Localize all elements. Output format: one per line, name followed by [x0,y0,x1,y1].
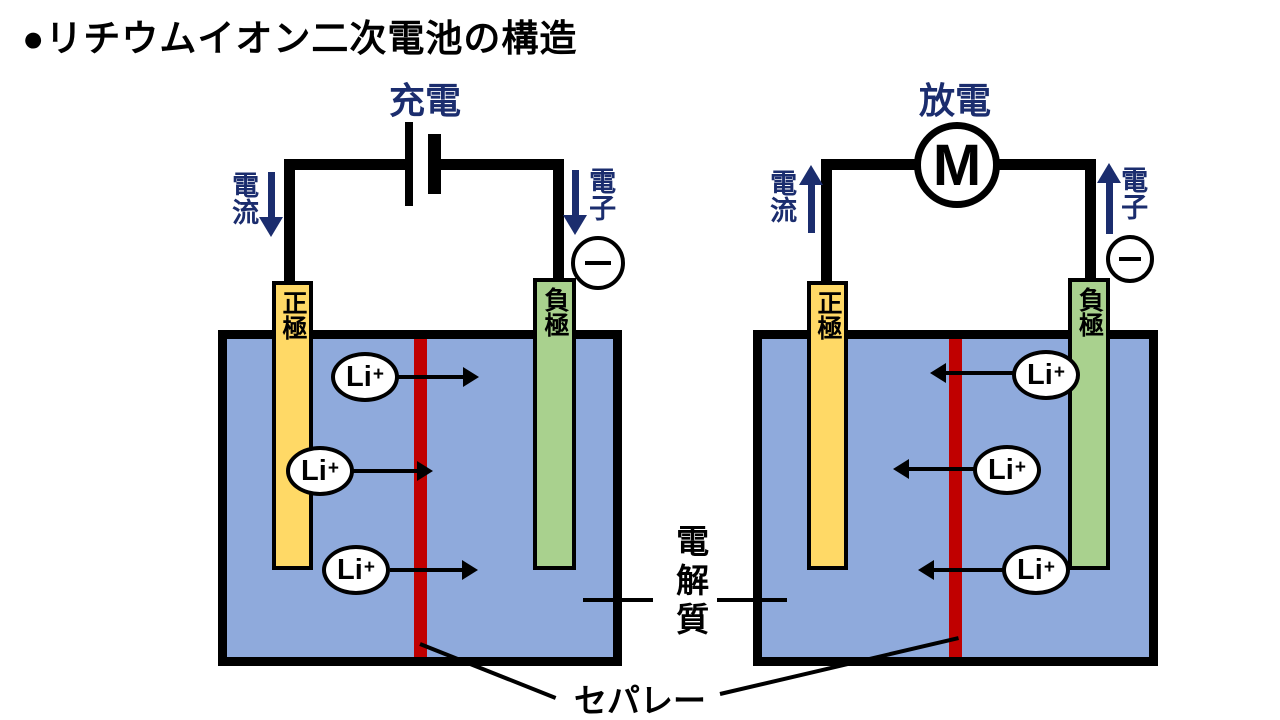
motor-label: M [932,132,982,198]
discharge-current-arrow-up-icon [799,165,823,185]
discharge-electron-label: 電子 [1117,166,1148,220]
charge-separator [414,339,427,657]
lithium-ion: Li+ [973,445,1041,495]
lithium-ion: Li+ [331,352,399,402]
ion-symbol: Li [1027,358,1053,391]
lithium-ion: Li+ [1012,350,1080,400]
charge-electron-arrow-shaft [572,170,579,216]
ion-arrow-right-icon [417,461,433,481]
ion-arrow-shaft [934,568,1003,572]
discharge-electron-arrow-shaft [1106,182,1113,234]
discharge-negative-electrode: 負極 [1068,278,1110,570]
charge-negative-electrode: 負極 [533,278,576,570]
ion-arrow-shaft [398,375,464,379]
charge-current-arrow-down-icon [259,217,283,237]
discharge-current-arrow-shaft [808,184,815,233]
charge-wire-left-vertical [284,159,295,281]
charge-current-label: 電流 [228,171,259,225]
charge-positive-electrode-label: 正極 [279,290,307,340]
discharge-current-label: 電流 [766,169,797,223]
charge-wire-right-vertical [553,159,564,281]
charge-wire-top-right [441,159,564,170]
battery-short-plate-icon [428,134,441,194]
minus-bar-icon [1119,257,1141,261]
motor-icon: M [914,122,1000,208]
electrolyte-pointer-left [583,598,653,602]
discharge-negative-electrode-label: 負極 [1075,287,1104,337]
discharge-wire-right-vertical [1085,159,1096,281]
lithium-ion: Li+ [322,545,390,595]
ion-arrow-left-icon [893,459,909,479]
ion-arrow-right-icon [463,367,479,387]
charge-wire-top-left [284,159,407,170]
ion-arrow-left-icon [930,363,946,383]
discharge-positive-electrode-label: 正極 [814,290,842,340]
charge-electron-arrow-down-icon [563,215,587,235]
ion-arrow-shaft [353,469,417,473]
ion-charge: + [363,557,375,578]
discharge-separator [949,339,962,657]
ion-arrow-right-icon [462,560,478,580]
minus-terminal-icon [571,236,625,290]
ion-arrow-shaft [390,568,462,572]
charge-electron-label: 電子 [585,167,616,221]
separator-label: セパレータ [574,682,706,719]
charge-title: 充電 [388,80,461,121]
discharge-title: 放電 [918,80,991,121]
battery-long-plate-icon [405,122,413,206]
ion-charge: + [372,364,384,385]
ion-charge: + [1014,457,1026,478]
ion-symbol: Li [337,553,363,586]
discharge-positive-electrode: 正極 [807,281,848,570]
ion-symbol: Li [346,360,372,393]
discharge-electron-arrow-up-icon [1097,163,1121,183]
discharge-wire-left-vertical [821,159,832,281]
discharge-wire-top-right [999,159,1096,170]
ion-arrow-shaft [909,467,974,471]
ion-charge: + [327,458,339,479]
ion-symbol: Li [301,454,327,487]
lithium-ion: Li+ [1002,545,1070,595]
ion-symbol: Li [1017,553,1043,586]
charge-positive-electrode: 正極 [272,281,313,570]
page-title: ●リチウムイオン二次電池の構造 [22,18,578,59]
ion-arrow-left-icon [918,560,934,580]
minus-bar-icon [585,261,611,265]
ion-arrow-shaft [946,371,1013,375]
ion-symbol: Li [988,453,1014,486]
electrolyte-pointer-right [717,598,787,602]
ion-charge: + [1053,362,1065,383]
ion-charge: + [1043,557,1055,578]
discharge-wire-top-left [821,159,915,170]
charge-negative-electrode-label: 負極 [541,287,569,337]
electrolyte-label: 電解質 [671,524,709,641]
charge-current-arrow-shaft [268,172,275,218]
minus-terminal-icon [1106,235,1154,283]
lithium-ion: Li+ [286,446,354,496]
